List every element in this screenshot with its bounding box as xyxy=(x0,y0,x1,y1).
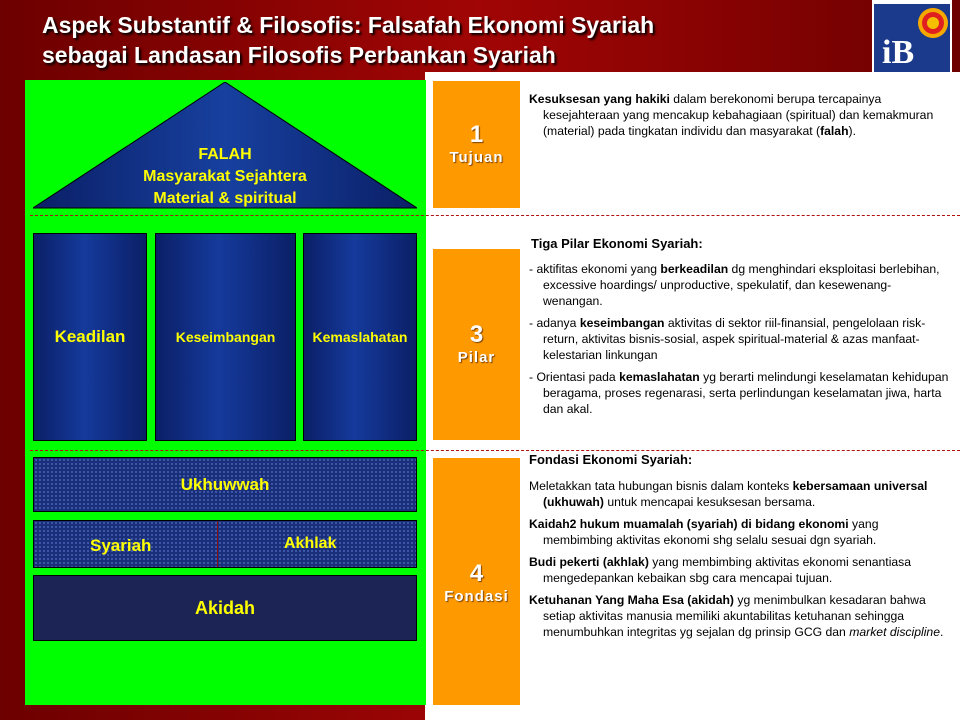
fondasi-4c: market discipline xyxy=(849,625,940,639)
pilar-2c: aktivitas di sektor riil-finansial, peng… xyxy=(543,316,926,362)
ib-logo: iB xyxy=(872,0,952,80)
fondasi-1c: untuk mencapai kesuksesan bersama. xyxy=(603,495,816,509)
akidah-bar: Akidah xyxy=(33,575,417,641)
tag-fondasi-word: Fondasi xyxy=(444,588,509,605)
separator-2 xyxy=(30,450,960,451)
fondasi-1b: kebersamaan universal (ukhuwah) xyxy=(543,479,928,509)
fondasi-text: Meletakkan tata hubungan bisnis dalam ko… xyxy=(529,478,949,646)
akidah-label: Akidah xyxy=(194,597,255,618)
akhlak-label: Akhlak xyxy=(284,535,337,552)
title-line-1: Aspek Substantif & Filosofis: Falsafah E… xyxy=(42,12,655,38)
ukhuwwah-label: Ukhuwwah xyxy=(180,474,270,494)
fondasi-item-2: Kaidah2 hukum muamalah (syariah) di bida… xyxy=(529,516,949,548)
separator-1 xyxy=(30,215,960,216)
roof-material: Material & spiritual xyxy=(153,190,297,207)
tujuan-text: Kesuksesan yang hakiki dalam berekonomi … xyxy=(529,91,949,145)
fondasi-item-1: Meletakkan tata hubungan bisnis dalam ko… xyxy=(529,478,949,510)
tag-pilar-number: 3 xyxy=(469,321,484,348)
roof-falah: FALAH xyxy=(198,146,252,163)
pillar-keseimbangan-label: Keseimbangan xyxy=(175,329,276,345)
fondasi-3a: Budi pekerti (akhlak) xyxy=(529,555,649,569)
roof-masyarakat: Masyarakat Sejahtera xyxy=(143,168,307,185)
pilar-item-3: - Orientasi pada kemaslahatan yg berarti… xyxy=(529,369,949,417)
tujuan-end: ). xyxy=(848,124,856,138)
pillar-kemaslahatan: Kemaslahatan xyxy=(303,233,417,441)
roof-triangle xyxy=(33,82,417,209)
tujuan-paragraph: Kesuksesan yang hakiki dalam berekonomi … xyxy=(529,91,949,139)
pilar-1b: berkeadilan xyxy=(660,262,729,276)
sun-emblem-icon xyxy=(918,8,948,38)
ukhuwwah-bar: Ukhuwwah xyxy=(33,457,417,512)
tujuan-bold-1: Kesuksesan yang hakiki xyxy=(529,92,670,106)
pilar-3b: kemaslahatan xyxy=(619,370,700,384)
pilar-2b: keseimbangan xyxy=(579,316,665,330)
logo-box: iB xyxy=(874,4,950,78)
fondasi-4a: Ketuhanan Yang Maha Esa (akidah) xyxy=(529,593,734,607)
pilar-3c: yg berarti melindungi keselamatan kehidu… xyxy=(543,370,949,416)
fondasi-2b: yang membimbing aktivitas ekonomi shg se… xyxy=(543,517,879,547)
fondasi-item-3: Budi pekerti (akhlak) yang membimbing ak… xyxy=(529,554,949,586)
fondasi-3b: yang membimbing aktivitas ekonomi senant… xyxy=(543,555,912,585)
tag-fondasi: 4 Fondasi xyxy=(433,458,520,705)
tag-tujuan-number: 1 xyxy=(469,121,484,148)
pilar-2a: - adanya xyxy=(529,316,580,330)
tag-pilar: 3 Pilar xyxy=(433,249,520,440)
tag-tujuan: 1 Tujuan xyxy=(433,81,520,208)
fondasi-item-4: Ketuhanan Yang Maha Esa (akidah) yg meni… xyxy=(529,592,949,640)
fondasi-4d: . xyxy=(939,625,944,639)
tujuan-body: dalam berekonomi berupa tercapainya kese… xyxy=(543,92,934,138)
logo-text: iB xyxy=(882,34,915,71)
tag-fondasi-number: 4 xyxy=(469,560,484,587)
pillar-keadilan: Keadilan xyxy=(33,233,147,441)
tujuan-bold-2: falah xyxy=(820,124,849,138)
pilar-item-2: - adanya keseimbangan aktivitas di sekto… xyxy=(529,315,949,363)
fondasi-1a: Meletakkan tata hubungan bisnis dalam ko… xyxy=(529,479,793,493)
pillar-keadilan-label: Keadilan xyxy=(54,327,126,346)
pilar-header: Tiga Pilar Ekonomi Syariah: xyxy=(531,236,703,251)
title-line-2: sebagai Landasan Filosofis Perbankan Sya… xyxy=(42,42,556,68)
pilar-text: - aktifitas ekonomi yang berkeadilan dg … xyxy=(529,261,949,423)
fondasi-2a: Kaidah2 hukum muamalah (syariah) di bida… xyxy=(529,517,849,531)
pilar-1a: - aktifitas ekonomi yang xyxy=(529,262,661,276)
bar-divider xyxy=(217,521,218,567)
syariah-label: Syariah xyxy=(90,536,152,555)
syariah-akhlak-bar: Syariah Akhlak xyxy=(33,520,417,568)
pilar-3a: - Orientasi pada xyxy=(529,370,620,384)
fondasi-header: Fondasi Ekonomi Syariah: xyxy=(529,452,693,467)
tag-pilar-word: Pilar xyxy=(457,349,496,366)
slide-title: Aspek Substantif & Filosofis: Falsafah E… xyxy=(42,10,654,70)
tag-tujuan-word: Tujuan xyxy=(449,149,504,166)
pilar-1c: dg menghindari eksploitasi berlebihan, e… xyxy=(543,262,940,308)
pilar-item-1: - aktifitas ekonomi yang berkeadilan dg … xyxy=(529,261,949,309)
pillar-keseimbangan: Keseimbangan xyxy=(155,233,296,441)
pillar-kemaslahatan-label: Kemaslahatan xyxy=(312,329,408,345)
fondasi-4b: yg menimbulkan kesadaran bahwa setiap ak… xyxy=(543,593,926,639)
